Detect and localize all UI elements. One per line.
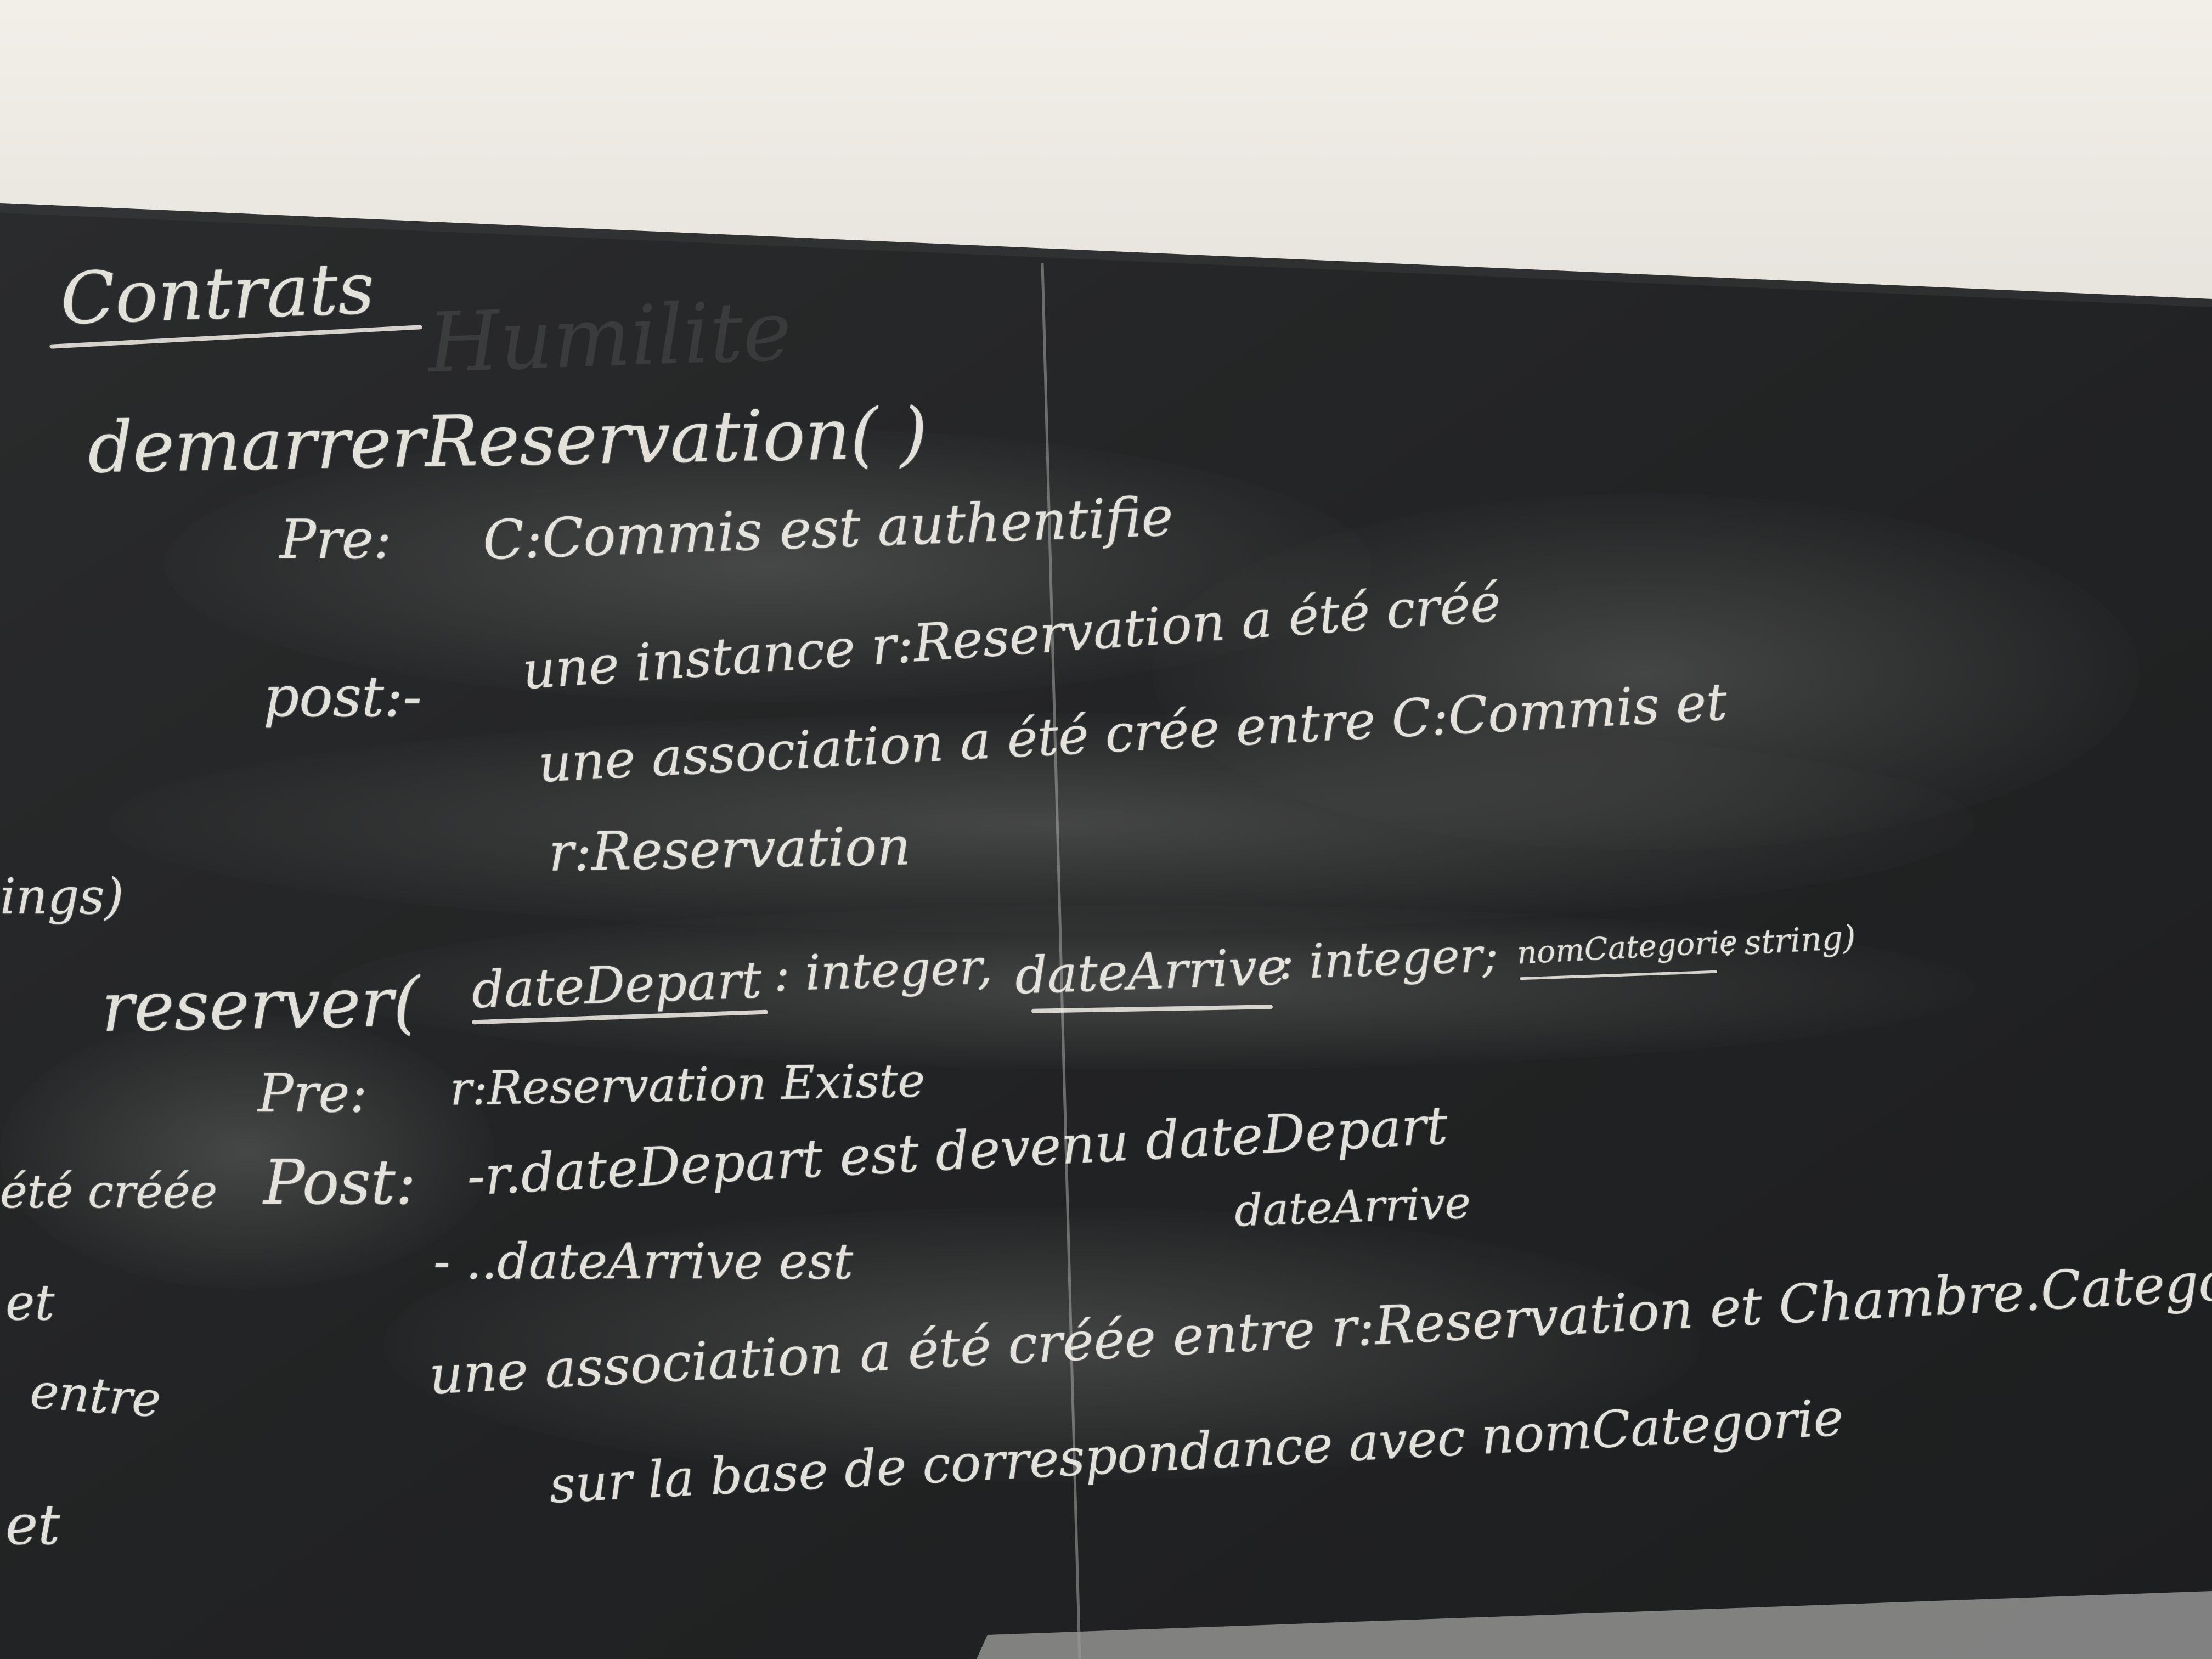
operation2-post-line2-left: - ..dateArrive est (433, 1233, 854, 1290)
eraser-smear (110, 713, 1975, 933)
operation2-param1-type: : integer, (772, 938, 994, 1002)
left-fragment-1: ings) (0, 868, 124, 926)
left-fragment-5: et (5, 1493, 60, 1557)
operation2-param2-type: : integer; (1277, 928, 1499, 990)
ghost-erased-word: Humilite (426, 283, 793, 392)
board-seam (1041, 263, 1081, 1659)
eraser-smear (384, 1207, 1701, 1481)
operation1-signature: demarrerReservation( ) (87, 392, 928, 489)
operation2-param3-type: : string) (1722, 918, 1857, 964)
left-fragment-2: été créée (0, 1165, 218, 1218)
operation1-post-label: post:- (263, 664, 422, 730)
eraser-smear (0, 1015, 494, 1289)
eraser-smear (1152, 494, 2140, 850)
operation2-pre-label: Pre: (258, 1063, 368, 1124)
left-fragment-4: entre (28, 1362, 163, 1429)
board-title: Contrats (59, 246, 376, 341)
operation2-param2: dateArrive (1014, 937, 1288, 1006)
operation2-pre-text: r:Reservation Existe (449, 1053, 926, 1116)
chalk-tray (977, 1591, 2212, 1659)
operation2-name: reserver( (100, 962, 421, 1048)
board-top-edge (0, 203, 2212, 307)
operation1-pre-label: Pre: (280, 509, 392, 571)
operation1-post-line3: r:Reservation (548, 815, 911, 883)
eraser-smear (165, 428, 1372, 702)
operation2-param1: dateDepart (471, 950, 763, 1020)
eraser-smear (329, 905, 1975, 1070)
operation2-post-line2-right: dateArrive (1233, 1177, 1472, 1237)
board-surface (0, 203, 2212, 1659)
left-fragment-3: et (5, 1274, 55, 1331)
operation2-post-label: Post: (263, 1147, 416, 1218)
